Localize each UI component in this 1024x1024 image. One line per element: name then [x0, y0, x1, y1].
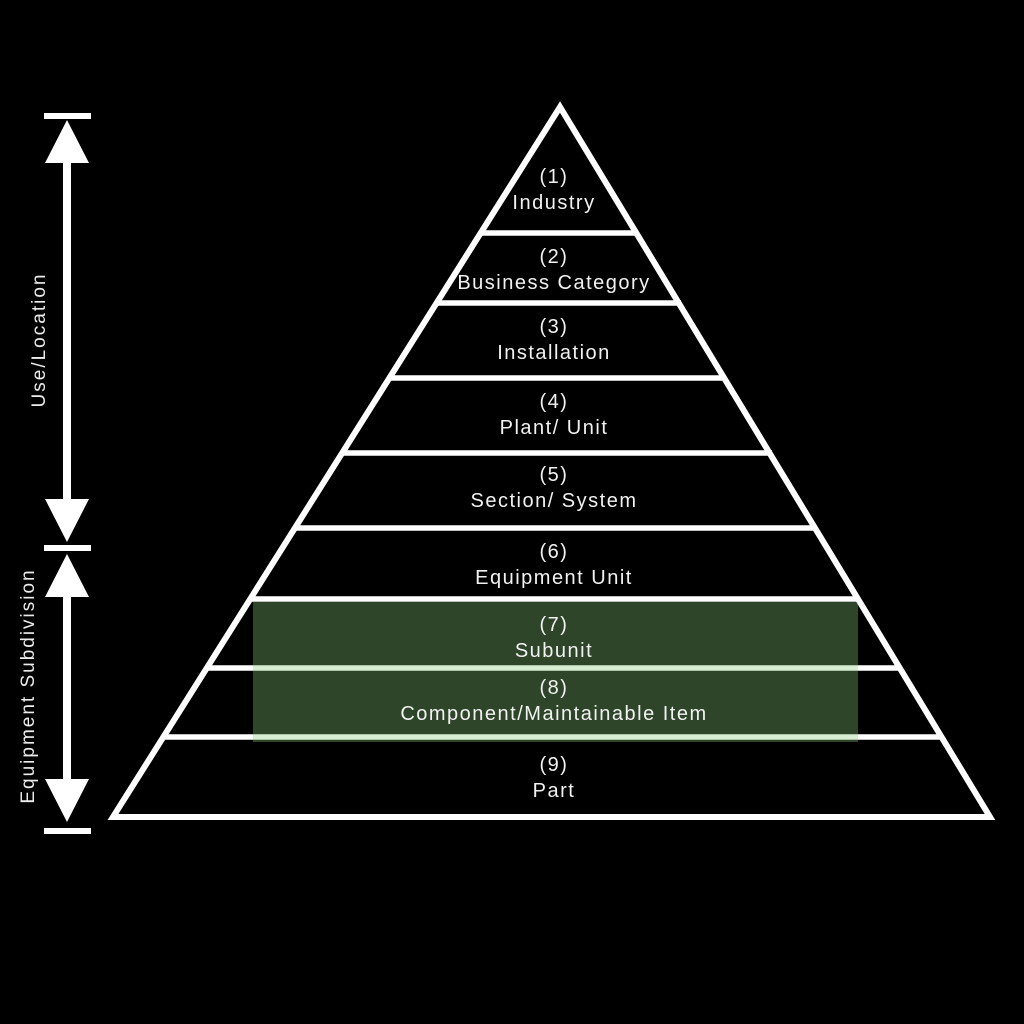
- arrowhead-up-icon: [45, 120, 89, 163]
- equipment-subdivision-range-arrow: [44, 554, 91, 834]
- level-dividers: [163, 230, 943, 740]
- highlight-band-levels-7-8: [253, 602, 858, 742]
- arrowhead-down-icon: [45, 499, 89, 542]
- arrowhead-down-icon: [45, 779, 89, 822]
- arrowhead-up-icon: [45, 554, 89, 597]
- use-location-range-arrow: [44, 113, 91, 551]
- pyramid-outline: [107, 101, 996, 820]
